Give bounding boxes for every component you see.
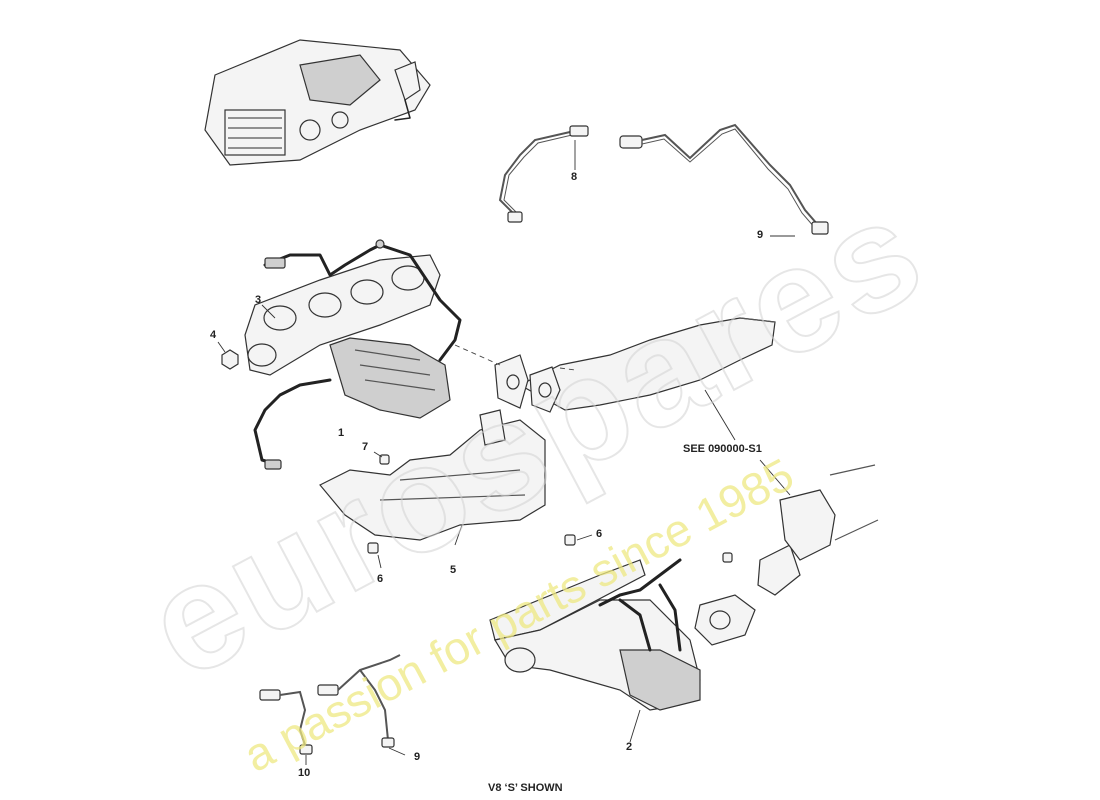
nut-icon bbox=[217, 341, 239, 370]
callout-6-left: 6 bbox=[377, 573, 384, 585]
callout-9-lower: 9 bbox=[414, 751, 421, 763]
callout-4: 4 bbox=[210, 329, 217, 341]
lambda-sensor-icon bbox=[259, 654, 406, 765]
callout-7: 7 bbox=[362, 441, 369, 453]
reference-note: SEE 090000-S1 bbox=[683, 443, 762, 455]
callout-5: 5 bbox=[450, 564, 457, 576]
heat-shield-icon bbox=[319, 409, 546, 546]
lambda-sensor-9-upper bbox=[619, 123, 829, 237]
footer-note: V8 ‘S’ SHOWN bbox=[488, 782, 563, 794]
callout-1: 1 bbox=[338, 427, 345, 439]
callout-9-upper: 9 bbox=[757, 229, 764, 241]
engine-thumbnail-icon bbox=[204, 39, 431, 166]
bolt-icon bbox=[367, 451, 593, 569]
callout-3: 3 bbox=[255, 294, 262, 306]
callout-10: 10 bbox=[298, 767, 311, 779]
exhaust-manifold-icon bbox=[244, 239, 462, 470]
callout-8: 8 bbox=[571, 171, 578, 183]
lambda-sensor-8 bbox=[498, 125, 589, 223]
callout-6-right: 6 bbox=[596, 528, 603, 540]
catalyst-pipe-icon bbox=[454, 317, 776, 441]
exhaust-manifold-2-icon bbox=[489, 459, 879, 743]
callout-2: 2 bbox=[626, 741, 633, 753]
